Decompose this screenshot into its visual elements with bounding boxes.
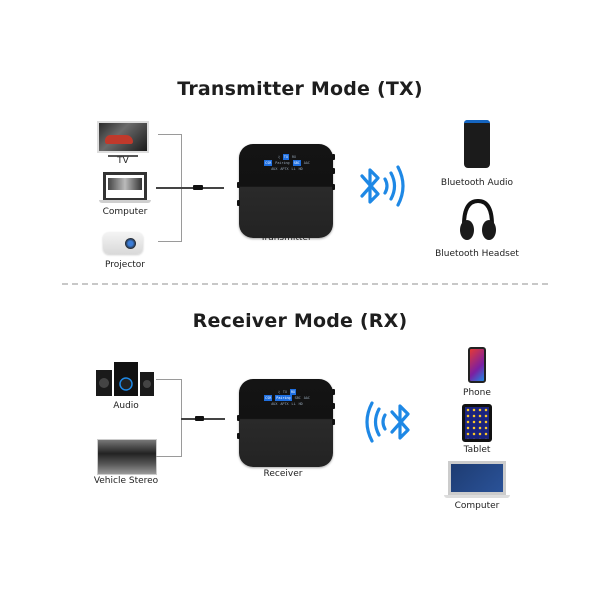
display-pairing: Pairing xyxy=(275,395,292,401)
display-hd: HD xyxy=(298,167,303,171)
display-pairing: Pairing xyxy=(275,161,290,165)
phone-icon xyxy=(468,347,486,383)
car-stereo-icon xyxy=(97,439,157,475)
display-ll: LL xyxy=(291,167,296,171)
display-aptx: APTX xyxy=(280,167,289,171)
display-note: ♫ xyxy=(277,390,280,394)
tx-target-label-bluetooth-headset: Bluetooth Headset xyxy=(435,249,519,259)
speaker-system-icon xyxy=(96,362,154,396)
display-csr: CSR xyxy=(264,395,273,401)
receiver-device: ♫ TX RX CSR Pairing SBC AAC AUX APTX LL … xyxy=(237,379,335,467)
section-divider xyxy=(62,283,548,285)
display-tx: TX xyxy=(282,154,290,160)
transmitter-device: ♫ TX RX CSR Pairing SBC AAC AUX APTX LL … xyxy=(237,144,335,238)
rx-source-label-audio: Audio xyxy=(113,401,139,411)
display-aptx: APTX xyxy=(280,402,289,406)
display-sbc: SBC xyxy=(294,396,301,400)
rx-target-label-phone: Phone xyxy=(463,388,491,398)
receiver-label: Receiver xyxy=(263,469,303,479)
aux-plug-icon xyxy=(193,185,203,190)
projector-icon xyxy=(103,232,143,254)
tablet-icon xyxy=(462,404,492,442)
connector-line xyxy=(158,134,182,135)
display-sbc: SBC xyxy=(292,160,301,166)
aux-cable xyxy=(156,187,224,189)
rx-source-label-vehicle-stereo: Vehicle Stereo xyxy=(93,476,159,486)
aux-plug-icon xyxy=(195,416,204,421)
display-tx: TX xyxy=(282,390,288,394)
smart-speaker-icon xyxy=(464,120,490,168)
tx-target-label-bluetooth-audio: Bluetooth Audio xyxy=(440,178,514,188)
transmitter-label: Transmitter xyxy=(260,233,312,243)
display-csr: CSR xyxy=(264,160,273,166)
display-aac: AAC xyxy=(303,161,310,165)
rx-mode-title: Receiver Mode (RX) xyxy=(192,310,408,332)
laptop-icon xyxy=(99,172,151,203)
device-display: ♫ TX RX CSR Pairing SBC AAC AUX APTX LL … xyxy=(259,154,315,178)
tx-mode-title: Transmitter Mode (TX) xyxy=(177,78,423,100)
display-rx: RX xyxy=(290,389,297,395)
display-ll: LL xyxy=(291,402,296,406)
display-note: ♫ xyxy=(277,155,280,159)
connector-line xyxy=(158,241,182,242)
device-display: ♫ TX RX CSR Pairing SBC AAC AUX APTX LL … xyxy=(259,389,315,413)
display-aux: AUX xyxy=(271,402,278,406)
display-aux: AUX xyxy=(271,167,278,171)
connector-line xyxy=(156,456,182,457)
bluetooth-transmit-icon xyxy=(360,165,405,207)
headphones-icon xyxy=(460,198,496,240)
connector-line xyxy=(156,379,182,380)
display-rx: RX xyxy=(292,155,297,159)
tx-source-label-tv: TV xyxy=(117,156,129,166)
bluetooth-receive-icon xyxy=(365,401,410,443)
tv-icon xyxy=(97,121,149,157)
laptop-icon xyxy=(444,461,510,498)
display-aac: AAC xyxy=(303,396,310,400)
display-hd: HD xyxy=(298,402,303,406)
rx-target-label-tablet: Tablet xyxy=(463,445,491,455)
tx-source-label-projector: Projector xyxy=(105,260,145,270)
tx-source-label-computer: Computer xyxy=(102,207,148,217)
rx-target-label-computer: Computer xyxy=(454,501,500,511)
